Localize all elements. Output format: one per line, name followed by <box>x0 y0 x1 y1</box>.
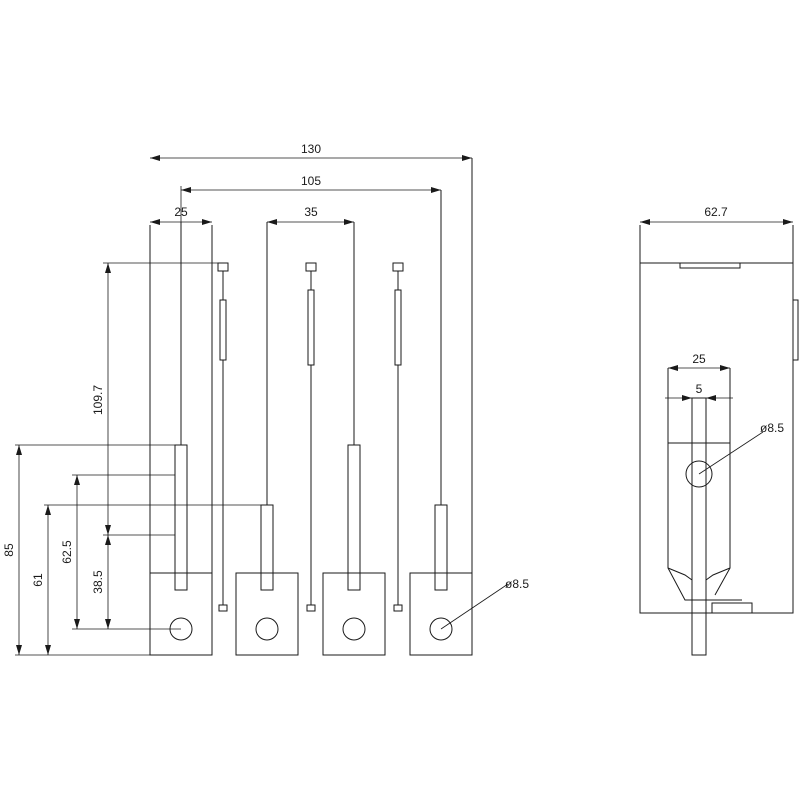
front-view: 130 105 25 35 8 <box>2 142 529 656</box>
dim-label-side-25: 25 <box>692 352 706 366</box>
side-body <box>639 262 794 614</box>
contact-blade-3 <box>392 262 404 612</box>
dim-label-130: 130 <box>301 142 321 156</box>
contact-blade-1 <box>217 262 229 612</box>
terminal-tab <box>691 397 707 656</box>
side-mounting-hole <box>685 460 713 488</box>
terminal-pins <box>174 190 448 591</box>
dim-label-38-5: 38.5 <box>91 570 105 594</box>
dim-side-tab-width: 25 <box>668 352 730 371</box>
dim-label-hole: ø8.5 <box>505 577 529 591</box>
dim-side-width: 62.7 <box>640 205 793 225</box>
dim-label-35: 35 <box>304 205 318 219</box>
dim-side-tab-thickness: 5 <box>665 382 733 401</box>
side-clip <box>792 299 799 361</box>
dim-height-mid: 61 <box>31 505 51 655</box>
dim-label-105: 105 <box>301 174 321 188</box>
terminal-block-2 <box>235 572 299 656</box>
internal-contact <box>667 368 753 656</box>
mounting-hole <box>429 617 453 641</box>
dim-label-62-7: 62.7 <box>704 205 728 219</box>
dim-label-62-5: 62.5 <box>60 540 74 564</box>
top-clip <box>679 262 741 269</box>
dim-height-long: 109.7 <box>91 263 111 535</box>
dim-hole-diameter: ø8.5 <box>440 577 529 630</box>
extension-lines <box>15 262 273 656</box>
mounting-hole <box>255 617 279 641</box>
contact-blade-2 <box>305 262 317 612</box>
dim-height-38: 38.5 <box>91 535 111 629</box>
dim-label-85: 85 <box>2 543 16 557</box>
dim-side-hole-diameter: ø8.5 <box>698 421 784 475</box>
mounting-hole <box>342 617 366 641</box>
dim-outer-pin-span: 105 <box>180 174 441 222</box>
terminal-block-4 <box>409 158 473 656</box>
dim-label-side-5: 5 <box>696 382 703 396</box>
dim-first-pin-offset: 25 <box>150 205 212 225</box>
dim-pin-pitch: 35 <box>267 205 354 225</box>
terminal-block-3 <box>322 572 386 656</box>
side-view: 62.7 25 5 ø8.5 <box>639 205 799 656</box>
terminal-block-1 <box>149 225 213 656</box>
dim-height-62: 62.5 <box>60 475 80 629</box>
dim-label-25: 25 <box>174 205 188 219</box>
dim-overall-width: 130 <box>150 142 472 161</box>
dim-height-total: 85 <box>2 445 22 655</box>
dim-label-side-hole: ø8.5 <box>760 421 784 435</box>
dim-label-109-7: 109.7 <box>91 385 105 415</box>
dim-label-61: 61 <box>31 573 45 587</box>
